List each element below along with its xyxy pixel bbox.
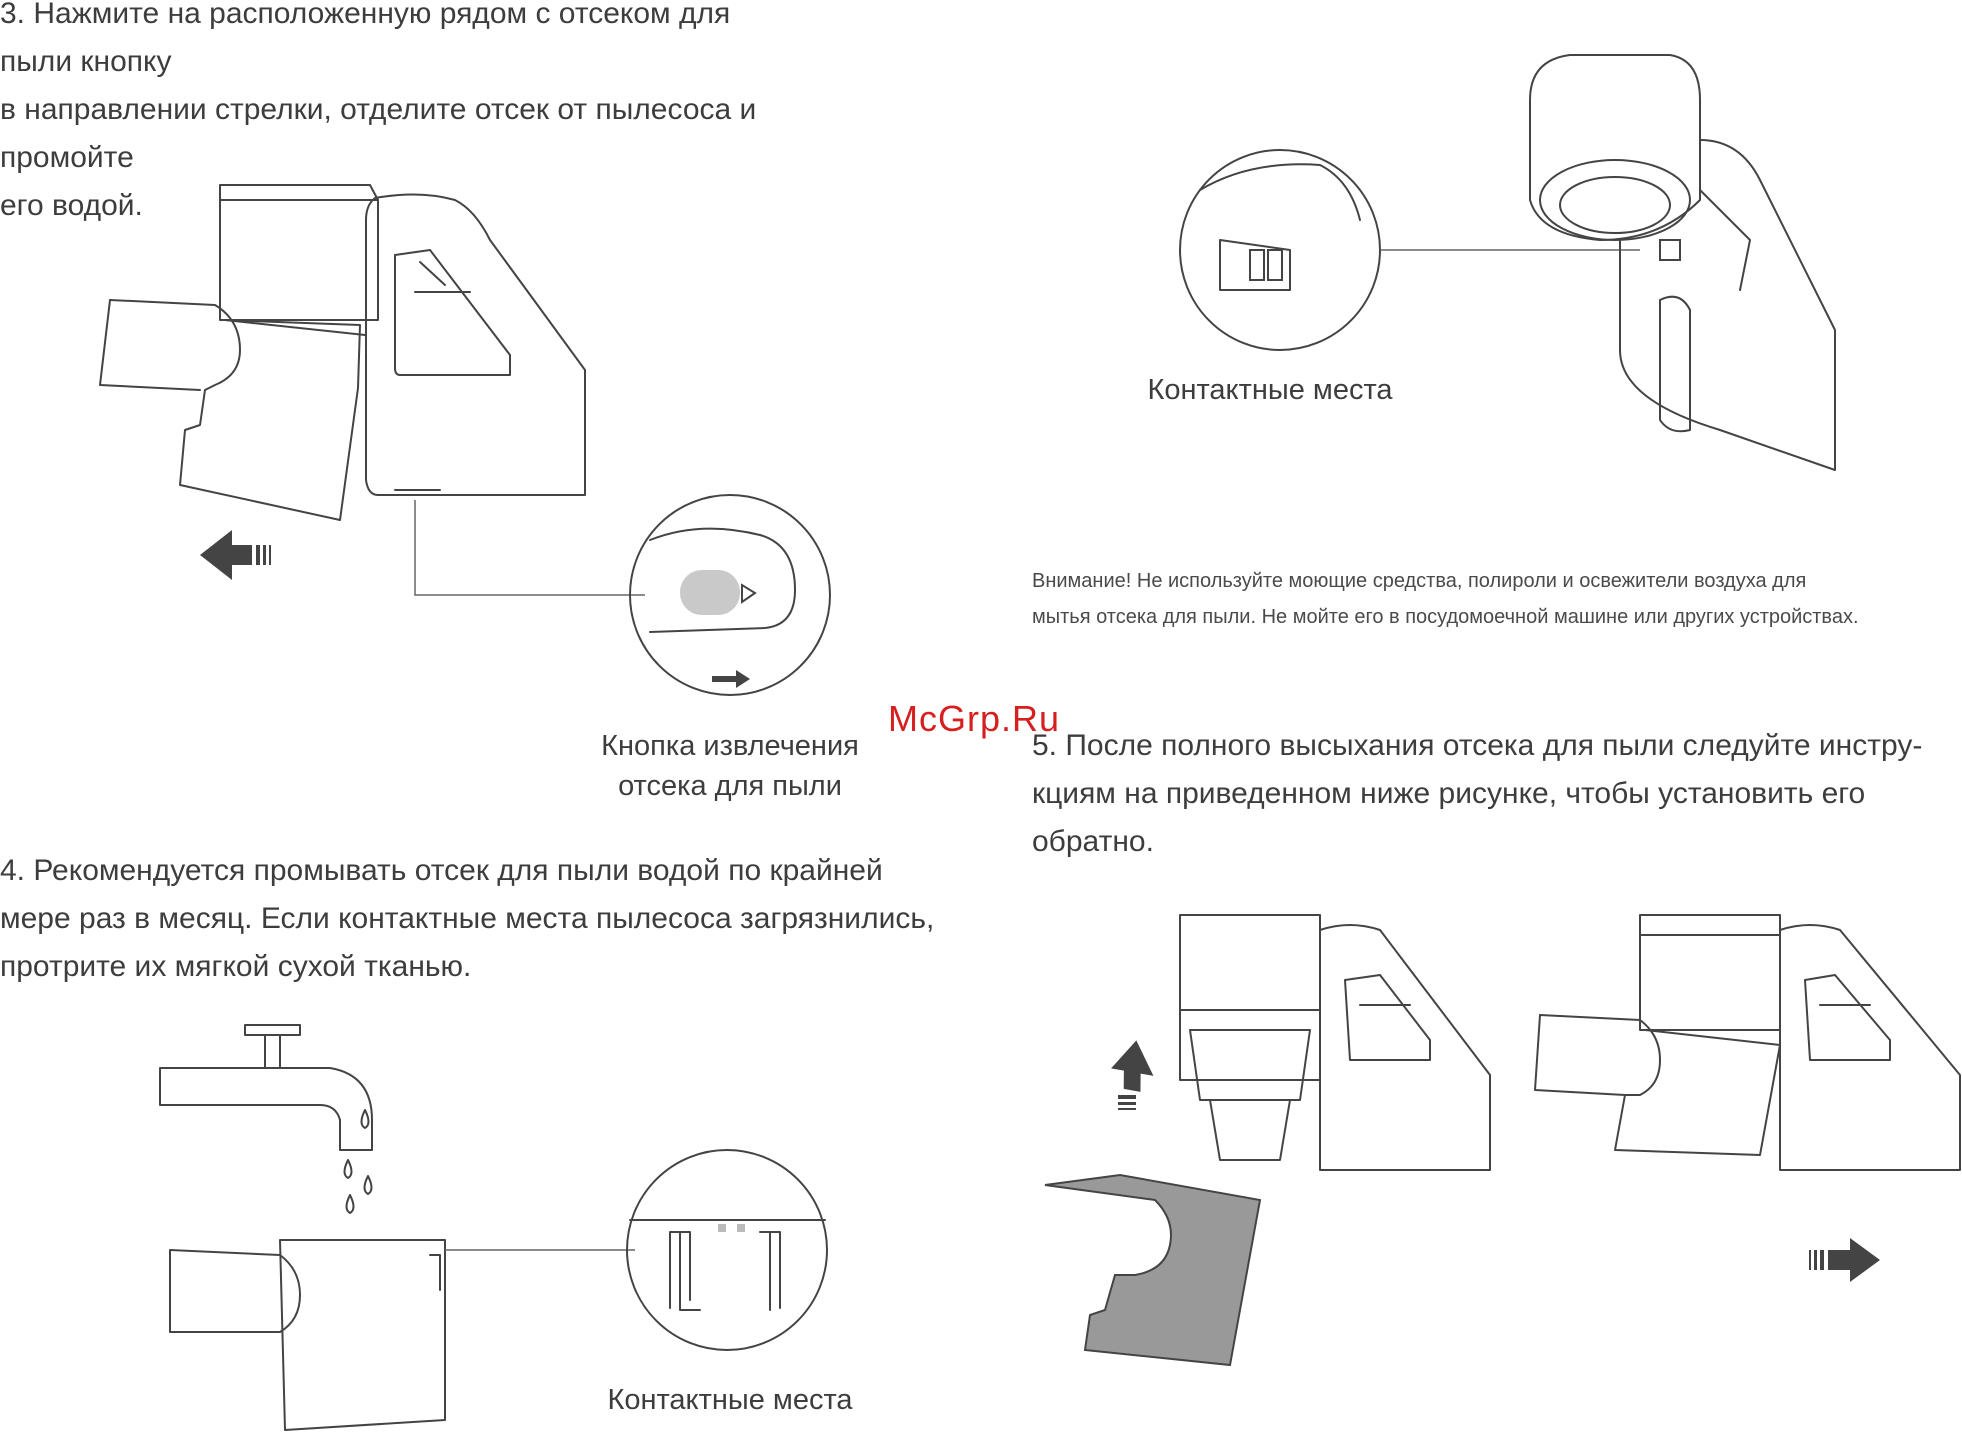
arrow-right-icon xyxy=(1809,1238,1880,1282)
step5-line-2: кциям на приведенном ниже рисунке, чтобы… xyxy=(1032,777,1866,810)
warning-note: Внимание! Не используйте моющие средства… xyxy=(1032,563,1962,635)
step4-line-3: протрите их мягкой сухой тканью. xyxy=(0,950,472,983)
watermark: McGrp.Ru xyxy=(888,698,1061,739)
step4-line-2: мере раз в месяц. Если контактные места … xyxy=(0,902,935,935)
step5-illustration xyxy=(1044,914,1961,1367)
step3-line-1: 3. Нажмите на расположенную рядом с отсе… xyxy=(0,0,731,78)
warning-line-2: мытья отсека для пыли. Не мойте его в по… xyxy=(1032,606,1859,628)
step3-line-3: его водой. xyxy=(0,189,143,222)
eject-caption-line-1: Кнопка извлечения xyxy=(601,730,859,762)
arrow-right-icon xyxy=(712,670,750,688)
contacts-top-illustration xyxy=(1179,54,1836,471)
step4-instructions: 4. Рекомендуется промывать отсек для пыл… xyxy=(0,847,960,991)
warning-line-1: Внимание! Не используйте моющие средства… xyxy=(1032,570,1807,592)
eject-triangle-icon xyxy=(741,583,757,604)
step5-instructions: 5. После полного высыхания отсека для пы… xyxy=(1032,722,1962,866)
step5-line-3: обратно. xyxy=(1032,825,1154,858)
contacts-top-caption: Контактные места xyxy=(1147,374,1393,406)
arrow-left-icon xyxy=(200,530,271,580)
step5-line-1: 5. После полного высыхания отсека для пы… xyxy=(1032,729,1923,762)
arrow-up-icon xyxy=(1111,1040,1154,1110)
step4-illustration xyxy=(159,1024,828,1431)
eject-button-caption: Кнопка извлечения отсека для пыли xyxy=(560,726,900,806)
contacts-bottom-caption: Контактные места xyxy=(607,1384,853,1416)
eject-caption-line-2: отсека для пыли xyxy=(618,770,842,802)
step3-line-2: в направлении стрелки, отделите отсек от… xyxy=(0,93,757,174)
step3-illustration xyxy=(99,184,831,696)
step3-instructions: 3. Нажмите на расположенную рядом с отсе… xyxy=(0,0,760,230)
water-drop-icon xyxy=(343,1109,373,1214)
step4-line-1: 4. Рекомендуется промывать отсек для пыл… xyxy=(0,854,883,887)
dust-bin-grey xyxy=(1044,1173,1262,1367)
